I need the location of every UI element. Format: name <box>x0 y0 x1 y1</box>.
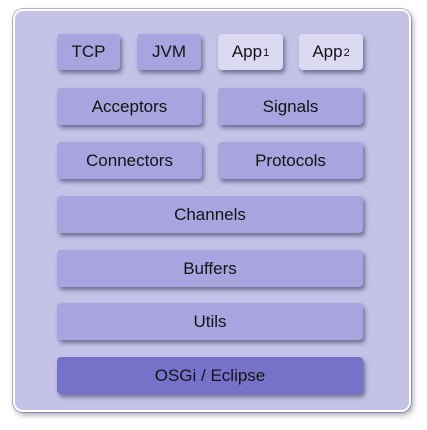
signals-label: Signals <box>262 96 319 116</box>
tcp-block: TCP <box>57 34 120 70</box>
buffers-block: Buffers <box>57 250 363 287</box>
protocols-block: Protocols <box>218 142 363 179</box>
protocols-label: Protocols <box>255 150 326 170</box>
jvm-label: JVM <box>152 42 186 61</box>
osgi-eclipse-label: OSGi / Eclipse <box>154 365 266 385</box>
app2-index: 2 <box>343 47 350 59</box>
utils-label: Utils <box>193 311 227 331</box>
jvm-block: JVM <box>137 34 201 70</box>
osgi-eclipse-block: OSGi / Eclipse <box>57 357 363 394</box>
app1-index: 1 <box>263 47 270 59</box>
connectors-block: Connectors <box>57 142 202 179</box>
utils-block: Utils <box>57 303 363 340</box>
tcp-label: TCP <box>71 42 106 61</box>
acceptors-label: Acceptors <box>91 96 168 116</box>
acceptors-block: Acceptors <box>57 88 202 125</box>
app2-label: App <box>312 42 343 61</box>
channels-block: Channels <box>57 196 363 233</box>
buffers-label: Buffers <box>183 258 237 278</box>
channels-label: Channels <box>174 204 246 224</box>
connectors-label: Connectors <box>86 150 173 170</box>
signals-block: Signals <box>218 88 363 125</box>
app1-label: App <box>231 42 263 61</box>
